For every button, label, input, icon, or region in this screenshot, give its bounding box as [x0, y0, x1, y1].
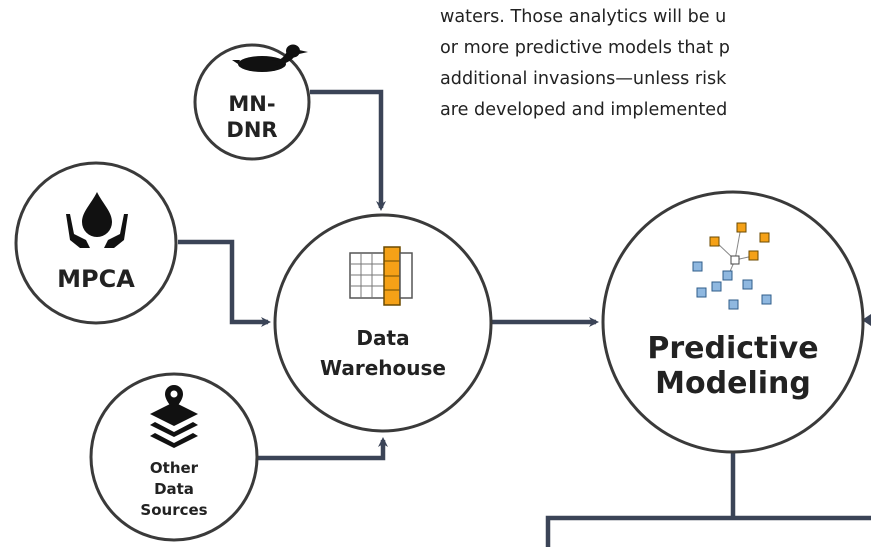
intro-paragraph: waters. Those analytics will be u or mor…: [440, 2, 871, 126]
connector-mpca-to-warehouse: [178, 239, 271, 327]
map-layers-pin-icon: [150, 385, 198, 448]
predictive-label-line: Modeling: [655, 366, 811, 401]
other-label-line: Data: [154, 480, 194, 498]
warehouse-label-line: Data: [356, 326, 409, 350]
data-table-icon: [349, 246, 413, 306]
connector-mndnr-to-warehouse: [310, 89, 386, 211]
node-other-sources: Other Data Sources: [89, 372, 259, 542]
mpca-label: MPCA: [57, 265, 135, 293]
node-predictive-modeling: Predictive Modeling: [601, 190, 865, 454]
mndnr-label-line: MN-: [228, 92, 275, 116]
other-label-line: Sources: [140, 501, 207, 519]
intro-line: additional invasions—unless risk: [440, 69, 727, 89]
warehouse-label-line: Warehouse: [320, 356, 446, 380]
loon-icon: [232, 44, 308, 72]
node-mndnr: MN- DNR: [193, 43, 311, 161]
node-mpca: MPCA: [14, 161, 178, 325]
intro-line: or more predictive models that p: [440, 38, 730, 58]
arrowhead-right-incoming: [862, 314, 871, 326]
mndnr-label-line: DNR: [226, 118, 277, 142]
scatter-network-icon: [692, 222, 772, 310]
predictive-label-line: Predictive: [647, 331, 818, 366]
node-warehouse: Data Warehouse: [273, 213, 493, 433]
connector-bottom-branch: [545, 515, 871, 547]
connector-other-to-warehouse: [258, 437, 388, 461]
intro-line: waters. Those analytics will be u: [440, 7, 727, 27]
intro-line: are developed and implemented: [440, 100, 728, 120]
water-drop-hands-icon: [66, 192, 128, 248]
other-label-line: Other: [150, 459, 199, 477]
